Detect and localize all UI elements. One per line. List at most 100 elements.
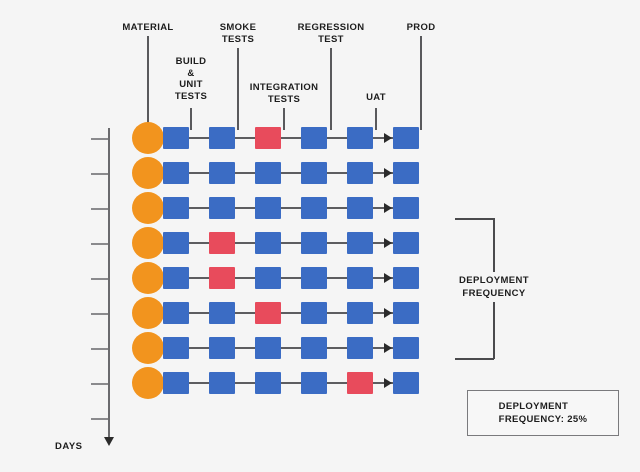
pipeline-arrow-icon [384, 238, 392, 248]
source-material-circle [132, 367, 164, 399]
source-material-circle [132, 297, 164, 329]
stage-node-passed[interactable] [301, 232, 327, 254]
days-axis-tick [91, 348, 108, 350]
deployment-frequency-callout-text: DEPLOYMENT FREQUENCY: 25% [498, 401, 588, 425]
deployment-frequency-bracket-label: DEPLOYMENT FREQUENCY [456, 272, 532, 302]
days-axis-tick [91, 313, 108, 315]
stage-node-failed[interactable] [255, 302, 281, 324]
deployment-frequency-callout: DEPLOYMENT FREQUENCY: 25% [467, 390, 619, 436]
pipeline-connector-line [165, 172, 406, 174]
stage-node-failed[interactable] [347, 372, 373, 394]
pipeline-connector-line [165, 277, 406, 279]
source-material-circle [132, 262, 164, 294]
days-axis-tick [91, 243, 108, 245]
stage-node-passed[interactable] [301, 302, 327, 324]
stage-node-passed[interactable] [393, 127, 419, 149]
stage-header-label: BUILD & UNIT TESTS [174, 56, 208, 102]
source-material-circle [132, 157, 164, 189]
stage-node-passed[interactable] [393, 162, 419, 184]
stage-header-label: MATERIAL [122, 22, 174, 33]
stage-header-label: SMOKE TESTS [219, 22, 257, 45]
pipeline-arrow-icon [384, 133, 392, 143]
stage-header-leader-line [190, 108, 192, 130]
stage-node-passed[interactable] [163, 337, 189, 359]
days-axis-tick [91, 173, 108, 175]
stage-node-passed[interactable] [347, 162, 373, 184]
stage-node-passed[interactable] [163, 232, 189, 254]
stage-node-passed[interactable] [163, 197, 189, 219]
stage-node-failed[interactable] [209, 232, 235, 254]
stage-node-passed[interactable] [347, 267, 373, 289]
stage-node-passed[interactable] [163, 302, 189, 324]
pipeline-connector-line [165, 207, 406, 209]
stage-node-passed[interactable] [347, 197, 373, 219]
stage-header-leader-line [375, 108, 377, 130]
pipeline-arrow-icon [384, 343, 392, 353]
stage-node-passed[interactable] [163, 372, 189, 394]
stage-node-passed[interactable] [255, 372, 281, 394]
stage-node-passed[interactable] [301, 197, 327, 219]
source-material-circle [132, 227, 164, 259]
stage-header-label: UAT [366, 92, 386, 103]
pipeline-connector-line [165, 137, 406, 139]
stage-node-passed[interactable] [209, 197, 235, 219]
stage-node-passed[interactable] [347, 337, 373, 359]
stage-node-passed[interactable] [347, 232, 373, 254]
pipeline-connector-line [165, 242, 406, 244]
stage-header-label: PROD [406, 22, 436, 33]
days-axis-line [108, 128, 110, 438]
stage-node-passed[interactable] [393, 372, 419, 394]
stage-header-leader-line [420, 36, 422, 130]
pipeline-connector-line [165, 312, 406, 314]
pipeline-connector-line [165, 382, 406, 384]
days-axis-arrow-icon [104, 437, 114, 446]
stage-node-passed[interactable] [301, 127, 327, 149]
stage-node-passed[interactable] [209, 162, 235, 184]
stage-node-passed[interactable] [163, 127, 189, 149]
stage-node-failed[interactable] [255, 127, 281, 149]
stage-node-passed[interactable] [347, 127, 373, 149]
days-axis-tick [91, 208, 108, 210]
stage-node-passed[interactable] [393, 267, 419, 289]
stage-node-passed[interactable] [301, 162, 327, 184]
days-axis-tick [91, 138, 108, 140]
stage-node-passed[interactable] [209, 372, 235, 394]
stage-node-passed[interactable] [255, 197, 281, 219]
stage-node-passed[interactable] [301, 337, 327, 359]
stage-header-leader-line [283, 108, 285, 130]
stage-node-failed[interactable] [209, 267, 235, 289]
stage-node-passed[interactable] [301, 267, 327, 289]
stage-node-passed[interactable] [255, 267, 281, 289]
stage-node-passed[interactable] [209, 302, 235, 324]
pipeline-arrow-icon [384, 378, 392, 388]
days-axis-tick [91, 418, 108, 420]
stage-header-leader-line [147, 36, 149, 130]
days-axis-tick [91, 383, 108, 385]
stage-node-passed[interactable] [255, 162, 281, 184]
pipeline-connector-line [165, 347, 406, 349]
source-material-circle [132, 332, 164, 364]
stage-node-passed[interactable] [255, 232, 281, 254]
stage-header-leader-line [237, 48, 239, 130]
stage-node-passed[interactable] [393, 197, 419, 219]
stage-header-leader-line [330, 48, 332, 130]
bracket-bottom-arm [455, 358, 494, 360]
stage-node-passed[interactable] [301, 372, 327, 394]
stage-node-passed[interactable] [255, 337, 281, 359]
stage-node-passed[interactable] [209, 127, 235, 149]
pipeline-arrow-icon [384, 203, 392, 213]
stage-node-passed[interactable] [347, 302, 373, 324]
stage-node-passed[interactable] [393, 302, 419, 324]
source-material-circle [132, 122, 164, 154]
pipeline-arrow-icon [384, 308, 392, 318]
stage-node-passed[interactable] [393, 337, 419, 359]
stage-node-passed[interactable] [393, 232, 419, 254]
pipeline-arrow-icon [384, 273, 392, 283]
stage-node-passed[interactable] [209, 337, 235, 359]
pipeline-arrow-icon [384, 168, 392, 178]
days-axis-tick [91, 278, 108, 280]
days-axis-label: DAYS [55, 441, 83, 452]
stage-node-passed[interactable] [163, 267, 189, 289]
stage-node-passed[interactable] [163, 162, 189, 184]
